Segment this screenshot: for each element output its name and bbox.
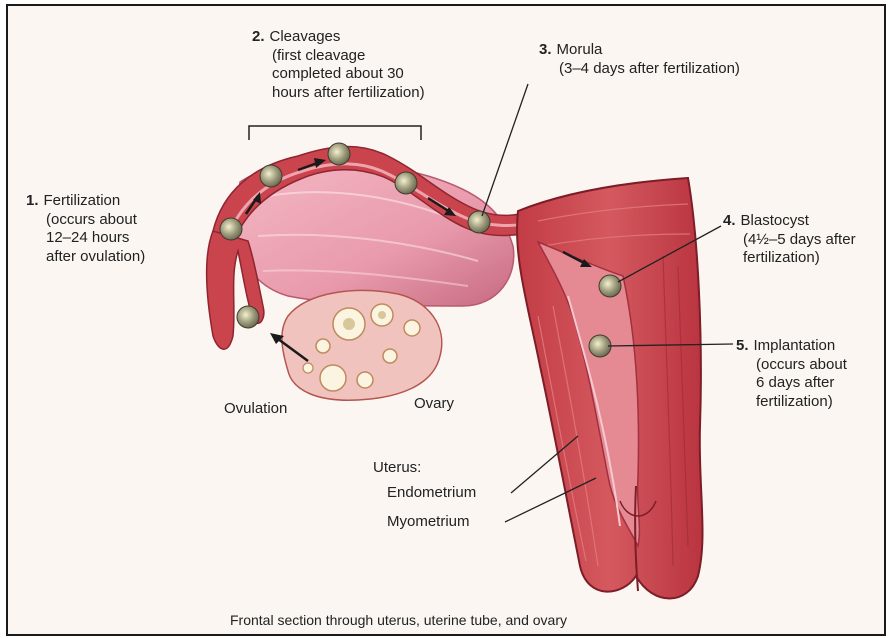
uterus-label: Uterus: xyxy=(373,459,421,478)
endometrium-label: Endometrium xyxy=(387,484,476,503)
cleavage-bracket xyxy=(249,126,421,140)
ovulation-label: Ovulation xyxy=(224,400,287,419)
stage-2-label: 2.Cleavages (first cleavage completed ab… xyxy=(252,28,425,102)
stage-4-label: 4.Blastocyst (4½–5 days after fertilizat… xyxy=(723,212,856,268)
ovary-label: Ovary xyxy=(414,395,454,414)
anatomy-illustration xyxy=(8,6,884,634)
figure-caption: Frontal section through uterus, uterine … xyxy=(230,612,567,628)
diagram-frame: 1.Fertilization (occurs about 12–24 hour… xyxy=(6,4,886,636)
stage-3-label: 3.Morula (3–4 days after fertilization) xyxy=(539,41,740,78)
stage-1-label: 1.Fertilization (occurs about 12–24 hour… xyxy=(26,192,145,266)
myometrium-label: Myometrium xyxy=(387,513,470,532)
stage-5-label: 5.Implantation (occurs about 6 days afte… xyxy=(736,337,847,411)
